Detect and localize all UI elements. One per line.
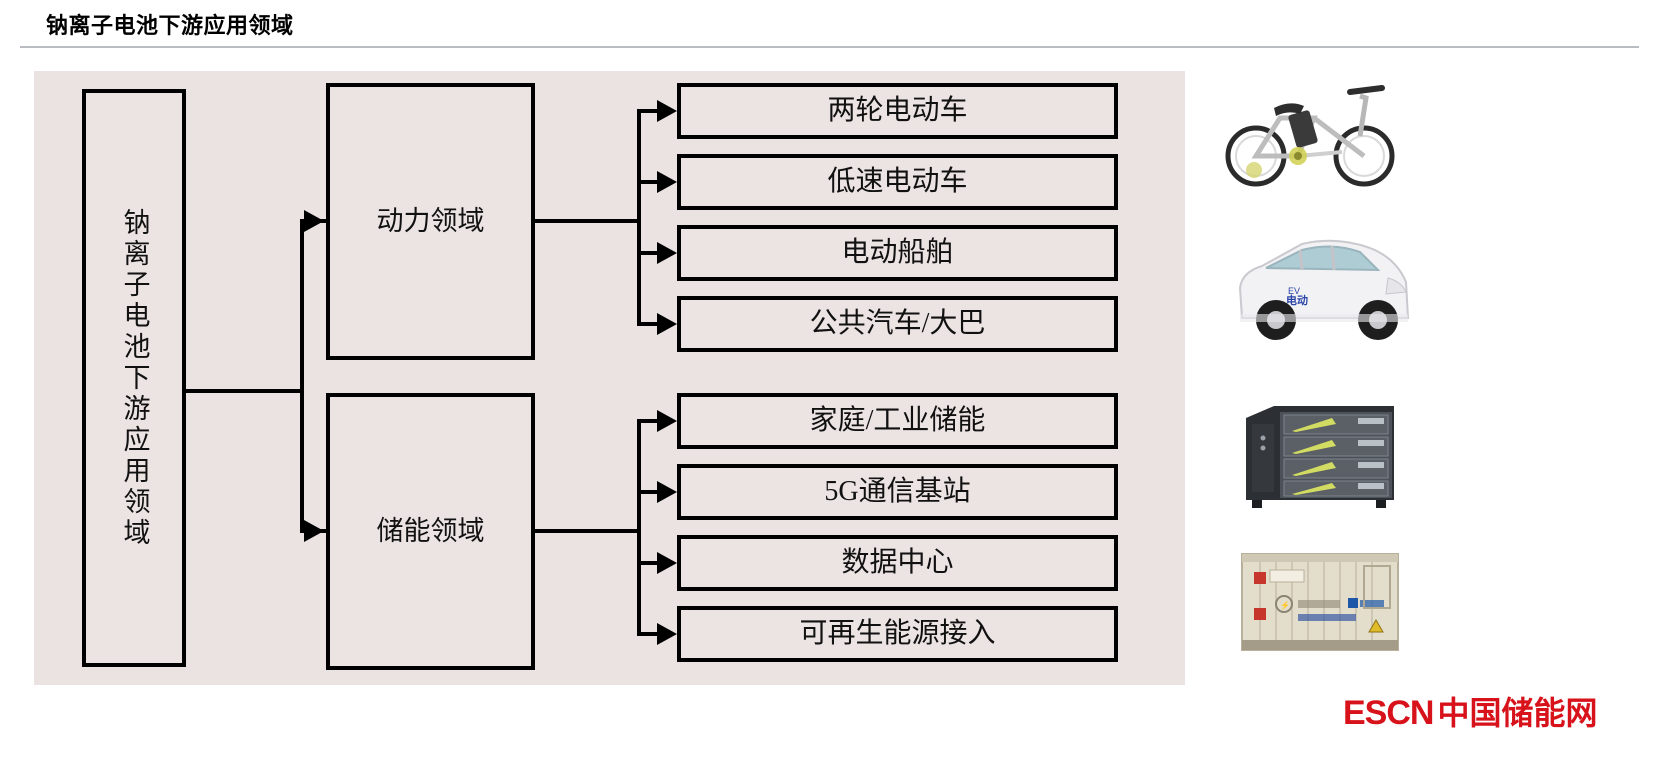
svg-text:EV: EV <box>1288 286 1300 296</box>
connector-to-leaf-7 <box>637 632 669 636</box>
diagram-panel: 钠离子电池下游应用领域 动力领域 储能领域 两轮电动车 低速电动车 电动船舶 公… <box>34 71 1185 685</box>
arrow-root-to-category-0 <box>304 210 324 232</box>
leaf-node-1-label: 低速电动车 <box>827 165 968 197</box>
root-node-label: 钠离子电池下游应用领域 <box>119 207 150 549</box>
arrow-to-leaf-4 <box>657 410 677 432</box>
connector-to-leaf-4 <box>637 419 669 423</box>
category-node-storage[interactable]: 储能领域 <box>326 393 535 670</box>
title-divider <box>20 46 1639 48</box>
arrow-to-leaf-2 <box>657 242 677 264</box>
leaf-node-0-label: 两轮电动车 <box>827 94 968 126</box>
connector-root-stem <box>186 389 304 393</box>
leaf-node-7-label: 可再生能源接入 <box>799 617 996 649</box>
leaf-node-3-label: 公共汽车/大巴 <box>809 307 986 339</box>
leaf-node-7[interactable]: 可再生能源接入 <box>677 606 1118 662</box>
connector-category-1-trunk <box>637 419 641 636</box>
category-node-power[interactable]: 动力领域 <box>326 83 535 360</box>
brand-logo-chinese: 中国储能网 <box>1437 695 1598 731</box>
arrow-to-leaf-0 <box>657 100 677 122</box>
root-node[interactable]: 钠离子电池下游应用领域 <box>82 89 186 667</box>
arrow-to-leaf-1 <box>657 171 677 193</box>
leaf-node-4-label: 家庭/工业储能 <box>809 404 986 436</box>
electric-bicycle-photo <box>1210 74 1410 194</box>
brand-logo: ESCN 中国储能网 <box>1343 688 1597 734</box>
svg-text:⚡: ⚡ <box>1280 600 1290 610</box>
electric-car-photo: EV 电动 <box>1228 226 1418 346</box>
leaf-node-3[interactable]: 公共汽车/大巴 <box>677 296 1118 352</box>
leaf-node-1[interactable]: 低速电动车 <box>677 154 1118 210</box>
leaf-node-0[interactable]: 两轮电动车 <box>677 83 1118 139</box>
arrow-to-leaf-5 <box>657 481 677 503</box>
connector-to-leaf-1 <box>637 180 669 184</box>
leaf-node-5[interactable]: 5G通信基站 <box>677 464 1118 520</box>
connector-category-0-stem <box>535 219 641 223</box>
leaf-node-5-label: 5G通信基站 <box>824 475 971 507</box>
connector-to-leaf-3 <box>637 322 669 326</box>
arrow-root-to-category-1 <box>304 520 324 542</box>
connector-to-leaf-2 <box>637 251 669 255</box>
connector-to-leaf-5 <box>637 490 669 494</box>
connector-to-leaf-6 <box>637 561 669 565</box>
brand-logo-escn: ESCN <box>1343 694 1434 732</box>
connector-root-trunk <box>300 219 304 533</box>
arrow-to-leaf-6 <box>657 552 677 574</box>
leaf-node-6[interactable]: 数据中心 <box>677 535 1118 591</box>
leaf-node-4[interactable]: 家庭/工业储能 <box>677 393 1118 449</box>
leaf-node-2[interactable]: 电动船舶 <box>677 225 1118 281</box>
category-node-storage-label: 储能领域 <box>376 515 485 546</box>
page-title: 钠离子电池下游应用领域 <box>46 13 294 38</box>
category-node-power-label: 动力领域 <box>376 205 485 236</box>
svg-text:电动: 电动 <box>1286 293 1308 307</box>
battery-cabinet-photo <box>1236 398 1398 516</box>
connector-to-leaf-0 <box>637 109 669 113</box>
connector-category-1-stem <box>535 529 641 533</box>
arrow-to-leaf-3 <box>657 313 677 335</box>
leaf-node-6-label: 数据中心 <box>841 546 954 578</box>
connector-category-0-trunk <box>637 109 641 326</box>
leaf-node-2-label: 电动船舶 <box>841 236 954 268</box>
container-energy-storage-photo: ⚡ <box>1236 546 1402 666</box>
arrow-to-leaf-7 <box>657 623 677 645</box>
